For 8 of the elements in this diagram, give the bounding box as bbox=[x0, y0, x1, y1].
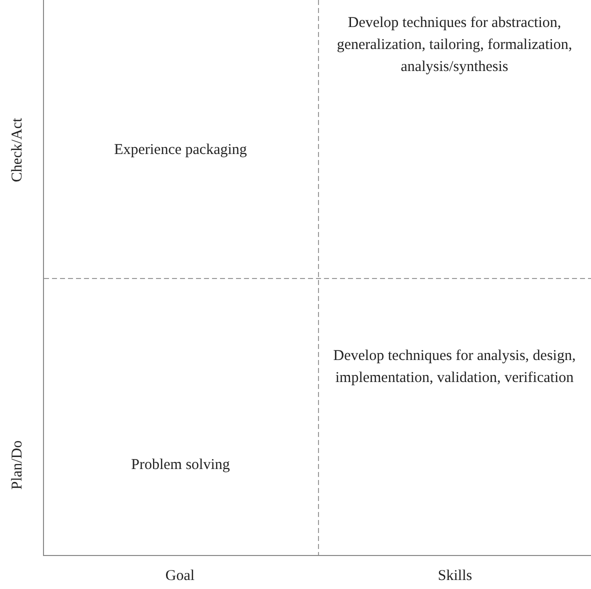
axis-label: Plan/Do bbox=[10, 440, 26, 490]
quadrant-text: Experience packaging bbox=[114, 141, 247, 160]
axis-label: Check/Act bbox=[10, 118, 26, 182]
axis-label: Skills bbox=[438, 568, 472, 585]
axis-label: Goal bbox=[165, 568, 195, 585]
quadrant-text: Develop techniques for analysis, design, implementation, validation, verification bbox=[332, 347, 577, 388]
quadrant-text: Problem solving bbox=[131, 456, 230, 475]
quadrant-text: Develop techniques for abstraction, generalization, tailoring, formalization, analysis/synthesis bbox=[336, 14, 574, 76]
